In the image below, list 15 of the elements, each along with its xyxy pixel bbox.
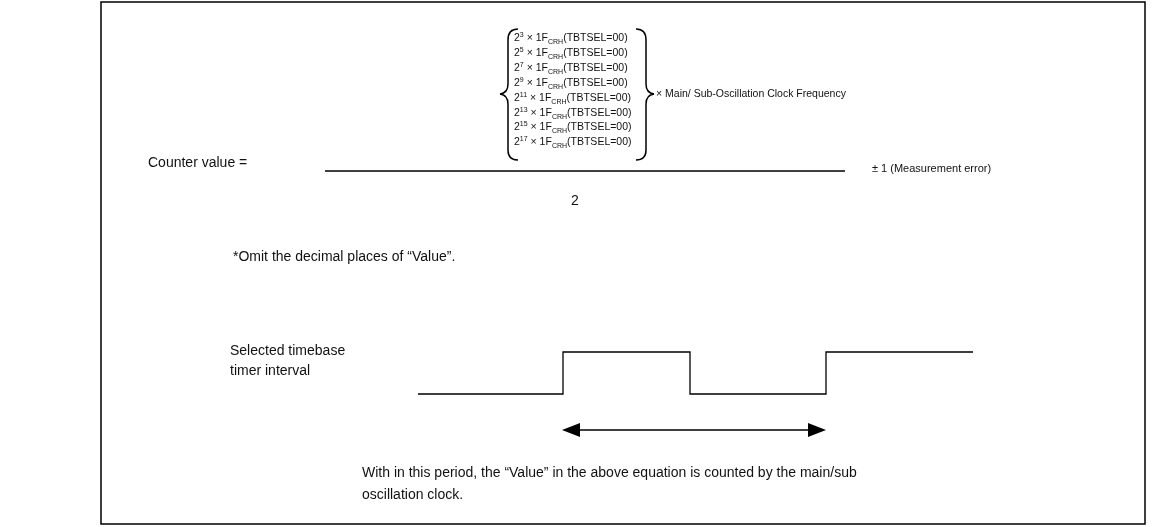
caption-text: With in this period, the “Value” in the above equation is counted by the main/sub oscillation clock. (362, 463, 858, 505)
formula-term: 2$^{13}$ × 1F$_{CRH}$(TBTSEL=00) (514, 106, 632, 117)
formula-term: 2$^{5}$ × 1F$_{CRH}$(TBTSEL=00) (514, 46, 628, 58)
formula-term: 2$^{3}$ × 1F$_{CRH}$(TBTSEL=00) (514, 32, 628, 43)
formula-term: 2$^{7}$ × 1F$_{CRH}$(TBTSEL=00) (514, 61, 628, 73)
error-note: ± 1 (Measurement error) (872, 163, 992, 174)
formula-term: 2$^{9}$ × 1F$_{CRH}$(TBTSEL=00) (514, 76, 628, 88)
formula-text: × Main/ Sub-Oscillation Clock Frequency (656, 88, 846, 99)
formula-text: Counter value = (148, 155, 248, 169)
signal-label: Selected timebase timer interval (230, 341, 347, 380)
formula-term: 2$^{11}$ × 1F$_{CRH}$(TBTSEL=00) (514, 91, 631, 103)
formula-term: 2$^{15}$ × 1F$_{CRH}$(TBTSEL=00) (514, 121, 632, 132)
formula-term: 2$^{17}$ × 1F$_{CRH}$(TBTSEL=00) (514, 136, 632, 147)
denominator-text: 2 (571, 193, 579, 207)
note-text: *Omit the decimal places of “Value”. (233, 249, 456, 263)
